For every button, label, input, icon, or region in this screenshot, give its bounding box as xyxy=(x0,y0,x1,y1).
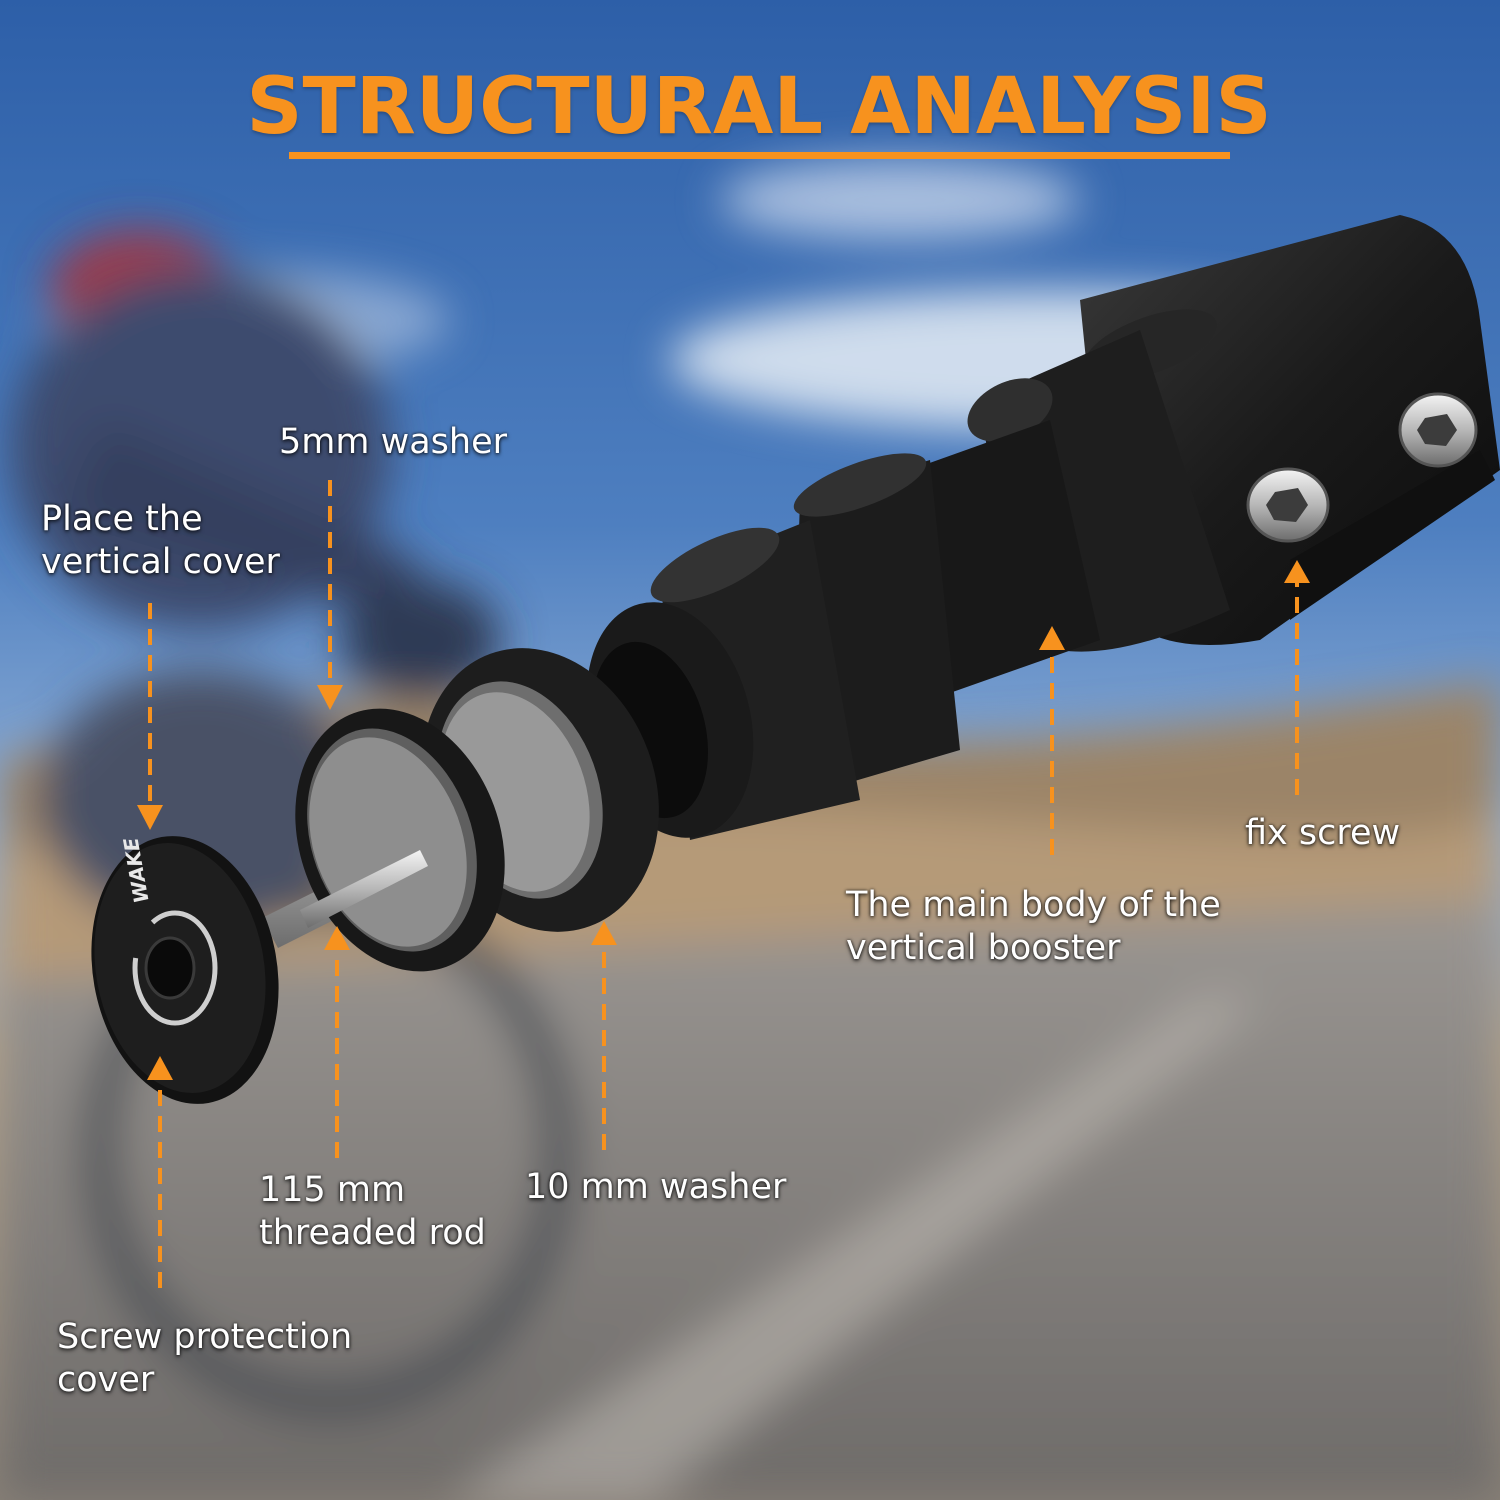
label-screw-protection-cover: Screw protection cover xyxy=(57,1316,352,1402)
label-place-vertical-cover: Place the vertical cover xyxy=(41,498,280,584)
label-line: cover xyxy=(57,1360,155,1400)
label-line: vertical cover xyxy=(41,542,280,582)
title-underline xyxy=(289,152,1230,159)
protection-cover-cap xyxy=(91,836,279,1104)
label-line: Screw protection xyxy=(57,1317,353,1357)
label-line: vertical booster xyxy=(846,928,1121,968)
page-title: STRUCTURAL ANALYSIS xyxy=(246,62,1272,152)
label-5mm-washer: 5mm washer xyxy=(279,421,507,464)
label-line: 10 mm washer xyxy=(525,1167,787,1207)
label-line: 115 mm xyxy=(259,1170,406,1210)
label-threaded-rod: 115 mm threaded rod xyxy=(259,1169,486,1255)
label-line: Place the xyxy=(41,499,203,539)
label-10mm-washer: 10 mm washer xyxy=(525,1166,786,1209)
label-line: threaded rod xyxy=(259,1213,486,1253)
label-line: 5mm washer xyxy=(279,422,507,462)
label-fix-screw: fix screw xyxy=(1245,812,1400,855)
fix-screws xyxy=(1246,392,1478,543)
label-line: The main body of the xyxy=(846,885,1221,925)
label-line: fix screw xyxy=(1245,813,1401,853)
label-main-body: The main body of the vertical booster xyxy=(846,884,1221,970)
